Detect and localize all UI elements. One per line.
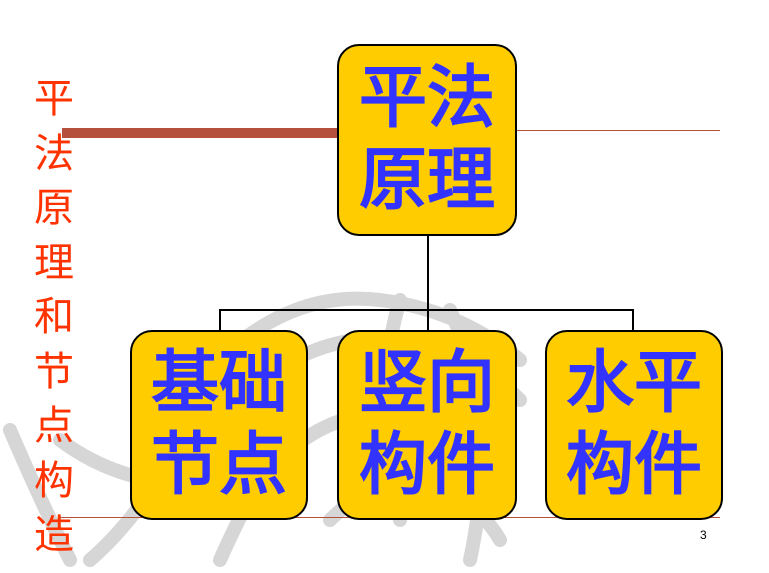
connector-horizontal xyxy=(219,309,634,311)
child-node-line1: 基础 xyxy=(150,344,287,423)
root-node: 平法 原理 xyxy=(337,44,517,236)
child-node-line2: 构件 xyxy=(565,426,702,505)
child-node-horizontal: 水平 构件 xyxy=(545,330,723,520)
child-node-foundation: 基础 节点 xyxy=(130,330,308,520)
connector-child-1 xyxy=(219,309,221,330)
connector-child-2 xyxy=(427,309,429,330)
child-node-line1: 竖向 xyxy=(358,344,495,423)
root-node-line2: 原理 xyxy=(358,141,495,220)
side-title: 平法原理和节点构造 xyxy=(34,76,74,558)
connector-root-down xyxy=(427,236,429,310)
child-node-line2: 节点 xyxy=(150,426,287,505)
child-node-vertical: 竖向 构件 xyxy=(337,330,517,520)
root-node-line1: 平法 xyxy=(358,59,495,138)
child-node-line1: 水平 xyxy=(565,344,702,423)
connector-child-3 xyxy=(632,309,634,330)
accent-bar-left xyxy=(62,128,338,138)
child-node-line2: 构件 xyxy=(358,426,495,505)
accent-line-right xyxy=(516,130,720,131)
page-number: 3 xyxy=(700,528,707,542)
